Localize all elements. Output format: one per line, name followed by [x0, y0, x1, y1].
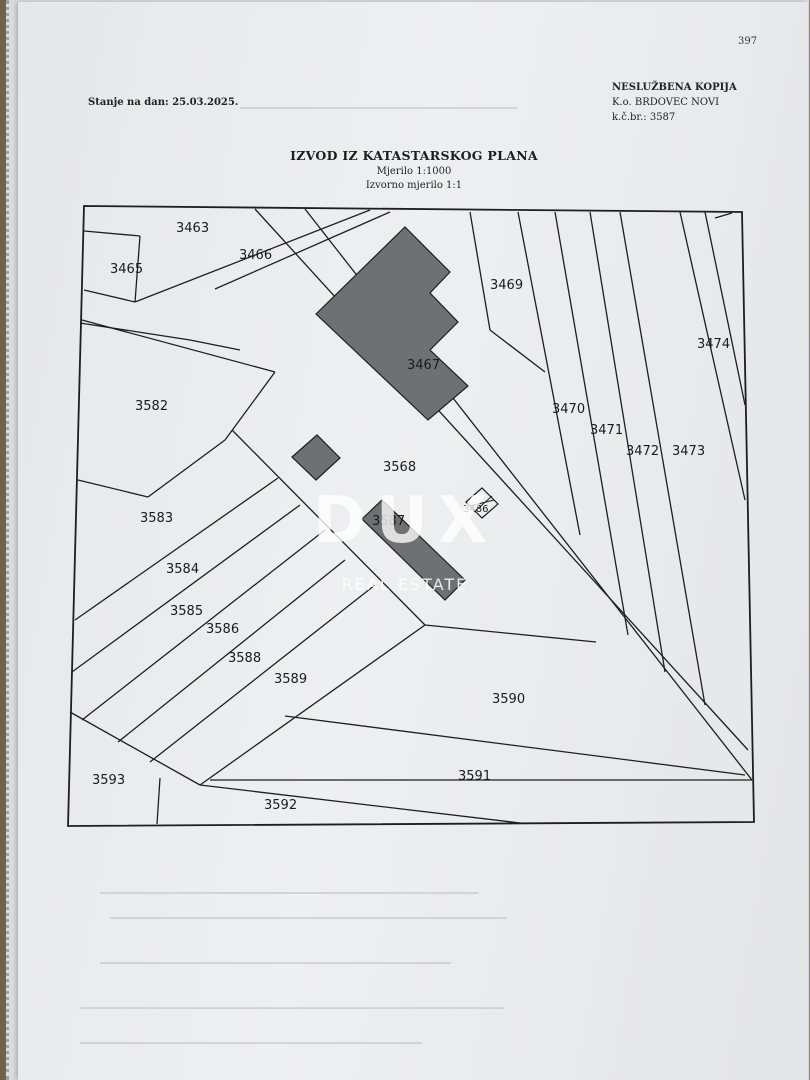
bleed-through-line: ▁▁▁▁▁▁▁▁▁▁▁▁▁▁▁▁▁▁▁▁▁▁▁▁▁▁▁▁▁▁ — [240, 95, 517, 109]
boundary-line — [156, 777, 161, 825]
parcel-label-3474: 3474 — [697, 337, 730, 352]
small-structure-hatch — [469, 499, 495, 507]
parcel-label-3465: 3465 — [110, 262, 143, 277]
boundary-line — [231, 429, 426, 626]
boundary-line — [117, 559, 346, 743]
boundary-line — [214, 211, 391, 290]
parcel-labels: 3463 3465 3466 3467 3469 3470 3471 3472 … — [92, 221, 730, 813]
boundary-line — [74, 477, 279, 621]
state-date: Stanje na dan: 25.03.2025. — [88, 97, 239, 108]
parcel-label-3585: 3585 — [170, 604, 203, 619]
boundary-line — [81, 529, 326, 721]
small-structure — [465, 487, 499, 519]
boundary-line — [589, 211, 666, 673]
parcel-label-3582: 3582 — [135, 399, 168, 414]
boundary-line — [679, 211, 746, 501]
page-number: 397 — [738, 36, 758, 47]
boundary-line — [71, 504, 301, 673]
parcel-label-3584: 3584 — [166, 562, 199, 577]
watermark: DUX REAL ESTATE — [313, 484, 497, 594]
watermark-logo: DUX — [313, 484, 497, 558]
boundary-line — [83, 289, 136, 303]
parcel-label-3473: 3473 — [672, 444, 705, 459]
parcel-label-3467: 3467 — [407, 358, 440, 373]
boundary-line — [199, 624, 426, 786]
boundary-line — [284, 715, 746, 776]
bleed-through-line: ▁▁▁▁▁▁▁▁▁▁▁▁▁▁▁▁▁▁▁▁▁▁▁▁▁▁▁▁▁▁▁▁▁▁▁▁▁▁▁▁… — [110, 905, 507, 919]
boundary-line — [134, 235, 141, 303]
boundary-line — [83, 230, 141, 237]
building-3467 — [315, 226, 469, 421]
buildings — [291, 226, 469, 601]
parcel-label-3472: 3472 — [626, 444, 659, 459]
parcel-label-3588: 3588 — [228, 651, 261, 666]
map-scale: Mjerilo 1:1000 — [376, 166, 452, 177]
bleed-through-line: ▁▁▁▁▁▁▁▁▁▁▁▁▁▁▁▁▁▁▁▁▁▁▁▁▁▁▁▁▁▁▁▁▁▁▁▁▁ — [80, 1030, 422, 1044]
parcel-label-3568: 3568 — [383, 460, 416, 475]
boundary-line — [134, 209, 371, 303]
parcel-label-3591: 3591 — [458, 769, 491, 784]
watermark-subtitle: REAL ESTATE — [342, 575, 469, 594]
boundary-line — [77, 479, 149, 498]
copy-notice-municipality: K.o. BRDOVEC NOVI — [612, 97, 720, 108]
boundary-line — [424, 624, 597, 643]
building-small — [291, 434, 341, 481]
bleed-through-line: ▁▁▁▁▁▁▁▁▁▁▁▁▁▁▁▁▁▁▁▁▁▁▁▁▁▁▁▁▁▁▁▁▁▁▁▁▁▁ — [100, 950, 451, 964]
parcel-label-3589: 3589 — [274, 672, 307, 687]
bleed-through-line: ▁▁▁▁▁▁▁▁▁▁▁▁▁▁▁▁▁▁▁▁▁▁▁▁▁▁▁▁▁▁▁▁▁▁▁▁▁▁▁▁… — [80, 995, 505, 1009]
small-structure-hatch — [473, 495, 493, 513]
parcel-label-3583: 3583 — [140, 511, 173, 526]
boundary-line — [81, 319, 276, 373]
boundary-line — [714, 212, 733, 219]
copy-notice-parcel-ref: k.č.br.: 3587 — [612, 112, 676, 123]
original-scale: Izvorno mjerilo 1:1 — [365, 180, 463, 191]
boundary-line — [189, 339, 241, 351]
parcel-label-3587: 3587 — [372, 514, 405, 529]
boundary-line — [149, 584, 376, 763]
parcel-label-3470: 3470 — [552, 402, 585, 417]
building-3587 — [361, 499, 466, 601]
parcel-label-3469: 3469 — [490, 278, 523, 293]
copy-notice: NESLUŽBENA KOPIJA K.o. BRDOVEC NOVI k.č.… — [612, 80, 737, 125]
document-title: IZVOD IZ KATASTARSKOG PLANA — [290, 148, 538, 163]
parcel-label-3486: 3486 — [463, 504, 488, 515]
boundary-line — [554, 211, 629, 636]
parcel-label-3593: 3593 — [92, 773, 125, 788]
boundary-line — [704, 211, 746, 406]
boundary-line — [489, 329, 546, 373]
parcel-label-3590: 3590 — [492, 692, 525, 707]
bleed-through-line: ▁▁▁▁▁▁▁▁▁▁▁▁▁▁▁▁▁▁▁▁▁▁▁▁▁▁▁▁▁▁▁▁▁▁▁▁▁▁▁▁… — [100, 880, 479, 894]
boundary-line — [619, 211, 706, 706]
boundary-line — [469, 211, 491, 331]
boundary-line — [224, 371, 276, 441]
boundary-line — [199, 784, 521, 824]
boundary-line — [69, 711, 201, 786]
parcel-label-3592: 3592 — [264, 798, 297, 813]
parcel-label-3471: 3471 — [590, 423, 623, 438]
map-frame — [67, 205, 755, 827]
boundary-line — [79, 322, 191, 341]
boundary-line — [147, 439, 226, 498]
parcel-label-3586: 3586 — [206, 622, 239, 637]
parcel-label-3463: 3463 — [176, 221, 209, 236]
parcel-label-3466: 3466 — [239, 248, 272, 263]
copy-notice-title: NESLUŽBENA KOPIJA — [612, 82, 737, 93]
boundary-line — [517, 211, 581, 536]
